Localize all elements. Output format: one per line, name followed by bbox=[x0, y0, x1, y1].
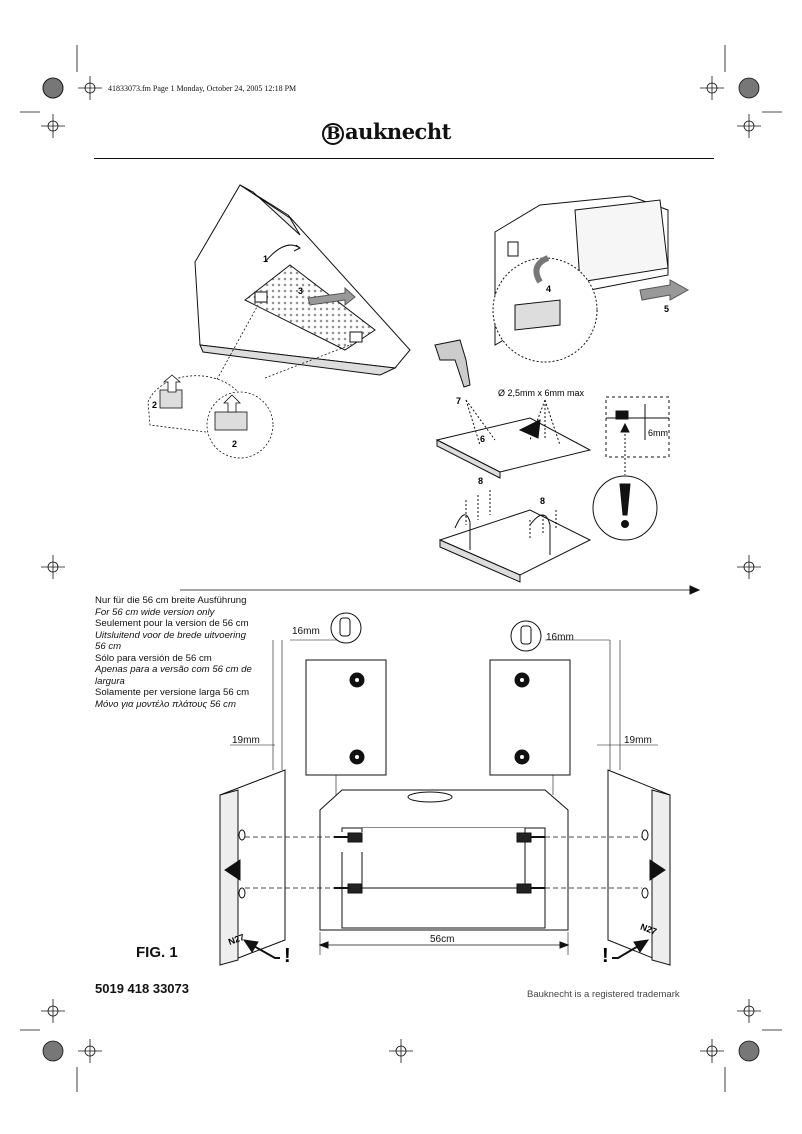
slide-hood-illustration bbox=[492, 195, 690, 363]
step-8b: 8 bbox=[540, 496, 545, 506]
clip-detail-circles bbox=[147, 304, 351, 459]
version-note: Nur für die 56 cm breite Ausführung For … bbox=[95, 595, 270, 710]
dim-16mm-left: 16mm bbox=[292, 626, 320, 637]
drill-template-illustration bbox=[434, 339, 670, 541]
depth-label: 6mm bbox=[648, 428, 668, 438]
reg-mark-br2-cross bbox=[700, 1039, 724, 1063]
step-8a: 8 bbox=[478, 476, 483, 486]
note-es: Sólo para versión de 56 cm bbox=[95, 652, 212, 664]
reg-mark-tr2-cross bbox=[737, 114, 761, 138]
reg-mark-bl-disc bbox=[42, 1040, 64, 1062]
logo-text: auknecht bbox=[345, 119, 451, 144]
warning-right: ! bbox=[602, 945, 609, 967]
registration-marks bbox=[20, 45, 782, 1092]
step-3: 3 bbox=[298, 286, 303, 296]
bracket-right bbox=[489, 659, 571, 776]
file-header: 41833073.fm Page 1 Monday, October 24, 2… bbox=[108, 84, 297, 93]
reg-mark-br-cross bbox=[737, 999, 761, 1023]
header-rule bbox=[94, 158, 714, 159]
step-7: 7 bbox=[456, 396, 461, 406]
dim-19mm-left: 19mm bbox=[232, 735, 260, 746]
reg-mark-bl2-cross bbox=[78, 1039, 102, 1063]
step-1: 1 bbox=[263, 254, 268, 264]
reg-mark-ml-cross bbox=[41, 555, 65, 579]
figure-label: FIG. 1 bbox=[136, 944, 178, 961]
bracket-left bbox=[305, 659, 387, 776]
divider-arrow bbox=[180, 585, 701, 595]
reg-mark-tl-disc bbox=[42, 77, 64, 99]
screw-mount-illustration bbox=[438, 490, 592, 583]
reg-mark-bl-cross bbox=[41, 999, 65, 1023]
reg-mark-tr-cross bbox=[700, 76, 724, 100]
logo-initial: B bbox=[322, 123, 344, 145]
dim-19mm-right: 19mm bbox=[624, 735, 652, 746]
reg-mark-tl2-cross bbox=[41, 114, 65, 138]
reg-mark-tl-cross bbox=[78, 76, 102, 100]
screw-right-bottom bbox=[516, 883, 545, 894]
part-number: 5019 418 33073 bbox=[95, 981, 189, 996]
step-2a: 2 bbox=[152, 400, 157, 410]
reg-mark-tr-disc bbox=[738, 77, 760, 99]
step-labels: 1 2 2 3 4 5 6 7 8 8 bbox=[152, 254, 669, 506]
step-2b: 2 bbox=[232, 439, 237, 449]
screw-left-bottom bbox=[334, 883, 363, 894]
step-4: 4 bbox=[546, 284, 551, 294]
screw-left-top bbox=[334, 832, 363, 843]
note-it: Solamente per versione larga 56 cm bbox=[95, 687, 250, 698]
reg-mark-br-disc bbox=[738, 1040, 760, 1062]
warning-left: ! bbox=[284, 945, 291, 967]
drill-spec: Ø 2,5mm x 6mm max bbox=[498, 388, 585, 398]
note-pt-1: Apenas para a versão com 56 cm de bbox=[95, 664, 252, 675]
reg-mark-mr-cross bbox=[737, 555, 761, 579]
step-5: 5 bbox=[664, 304, 669, 314]
note-el: Μόνο για μοντέλο πλάτους 56 cm bbox=[95, 698, 236, 710]
screw-right-top bbox=[516, 832, 545, 843]
dim-width-56cm: 56cm bbox=[430, 934, 455, 945]
note-fr: Seulement pour la version de 56 cm bbox=[95, 618, 249, 629]
reg-mark-bc-cross bbox=[389, 1039, 413, 1063]
note-nl-2: 56 cm bbox=[95, 641, 122, 652]
note-pt-2: largura bbox=[95, 675, 125, 687]
trademark-note: Bauknecht is a registered trademark bbox=[527, 989, 680, 1000]
note-de: Nur für die 56 cm breite Ausführung bbox=[95, 595, 247, 606]
note-nl-1: Uitsluitend voor de brede uitvoering bbox=[95, 629, 246, 641]
dim-16mm-right: 16mm bbox=[546, 632, 574, 643]
bottom-assembly bbox=[219, 612, 671, 966]
step-6: 6 bbox=[480, 434, 485, 444]
hood-illustration bbox=[194, 184, 411, 376]
crop-lines bbox=[20, 45, 782, 1092]
note-en: For 56 cm wide version only bbox=[95, 606, 215, 618]
